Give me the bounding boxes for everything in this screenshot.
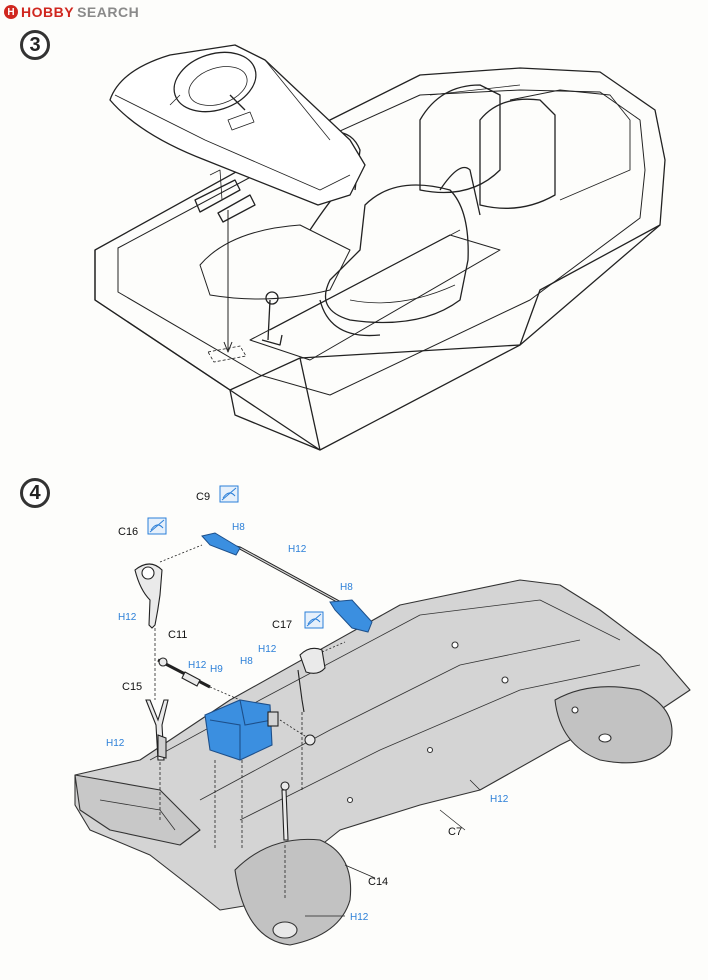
knuckle-c16 <box>134 563 163 629</box>
paint-code-h12: H12 <box>188 660 207 671</box>
label-c15: C15 <box>122 681 142 693</box>
paint-code-h8: H8 <box>340 582 353 593</box>
rear-seat-right <box>479 98 556 209</box>
front-seat <box>324 184 469 324</box>
paint-code-h12: H12 <box>106 738 125 749</box>
step-3-number: 3 <box>20 30 50 60</box>
chassis-c7 <box>74 579 691 946</box>
step-3-interior-diagram <box>94 44 666 451</box>
hobbysearch-logo: H HOBBY SEARCH <box>4 4 139 20</box>
glue-prohibited-icon <box>219 485 239 503</box>
steering-shaft-c11 <box>157 657 211 689</box>
tie-rod-end-right <box>329 599 373 633</box>
label-c11: C11 <box>168 629 187 641</box>
pin-c14 <box>280 781 290 841</box>
tub-front-wall <box>94 250 321 451</box>
tie-rod-end-left <box>201 532 241 556</box>
glue-prohibited-icon <box>304 611 324 629</box>
logo-brand: HOBBY <box>21 4 75 20</box>
paint-code-h9: H9 <box>210 664 223 675</box>
paint-code-h12: H12 <box>258 644 277 655</box>
label-c9: C9 <box>196 491 210 503</box>
paint-code-h12: H12 <box>288 544 307 555</box>
glue-prohibited-icon <box>147 517 167 535</box>
paint-code-h12: H12 <box>118 612 137 623</box>
label-c17: C17 <box>272 619 292 631</box>
label-c7: C7 <box>448 826 462 838</box>
paint-code-h8: H8 <box>240 656 253 667</box>
paint-code-h12: H12 <box>350 912 369 923</box>
dashboard <box>109 44 366 206</box>
paint-code-h12: H12 <box>490 794 509 805</box>
logo-search: SEARCH <box>77 4 140 20</box>
steering-wheel <box>173 51 257 113</box>
logo-mark: H <box>4 5 18 19</box>
steering-gearbox <box>204 699 279 761</box>
step-4-number: 4 <box>20 478 50 508</box>
bracket-c15 <box>145 699 169 761</box>
arrow-c16 <box>159 544 203 563</box>
label-c14: C14 <box>368 876 388 888</box>
label-c16: C16 <box>118 526 138 538</box>
rear-seat-left <box>419 84 501 194</box>
paint-code-h8: H8 <box>232 522 245 533</box>
step-4-chassis-diagram: C9 C16 C17 C11 C15 C7 C14 H8 H12 H8 H12 … <box>74 485 691 946</box>
knuckle-c17 <box>297 647 326 713</box>
